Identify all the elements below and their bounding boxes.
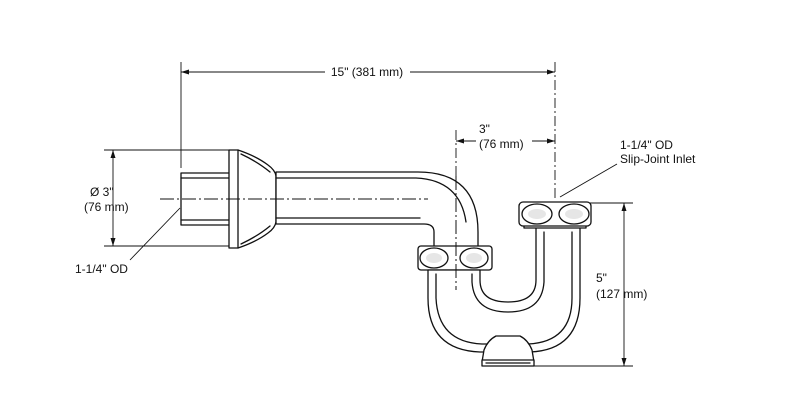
outlet-leader-line (129, 207, 181, 261)
trap-arm (275, 171, 479, 249)
inlet-spec-line2: Slip-Joint Inlet (620, 152, 696, 166)
inlet-slip-nut (518, 201, 592, 227)
inlet-leader-line (559, 163, 618, 198)
overall-length-label: 15" (381 mm) (331, 65, 403, 79)
overall-length-dimension: 15" (381 mm) (180, 62, 556, 200)
flange-diameter-dimension: Ø 3" (76 mm) (84, 149, 230, 247)
flange-diameter-mm: (76 mm) (84, 200, 129, 214)
outlet-od-label: 1-1/4" OD (75, 262, 128, 276)
inlet-offset-mm: (76 mm) (479, 137, 524, 151)
trap-height-mm: (127 mm) (596, 287, 647, 301)
inlet-spec-line1: 1-1/4" OD (620, 138, 673, 152)
trap-height-inches: 5" (596, 271, 607, 285)
arm-slip-nut (417, 245, 493, 271)
inlet-offset-inches: 3" (479, 122, 490, 136)
trap-height-dimension: 5" (127 mm) (524, 202, 647, 367)
cleanout-plug (481, 335, 535, 367)
flange-diameter-inches: Ø 3" (90, 185, 114, 199)
